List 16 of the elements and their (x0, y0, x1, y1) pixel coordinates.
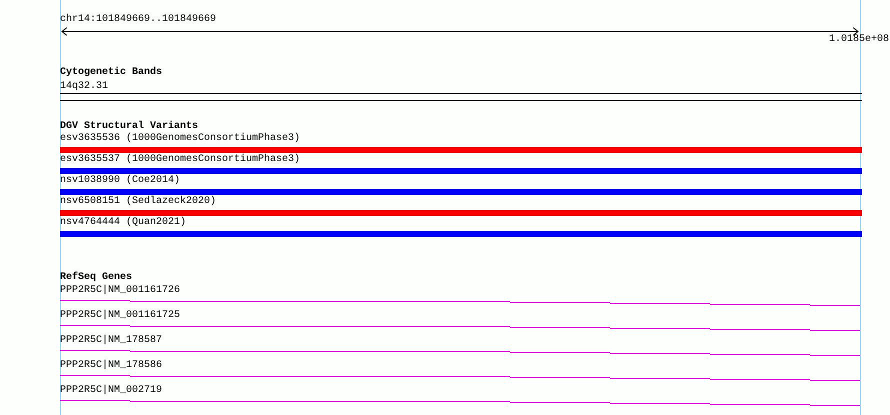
variant-label: esv3635537 (1000GenomesConsortiumPhase3) (60, 154, 300, 166)
transcript-label: PPP2R5C|NM_178587 (60, 335, 162, 347)
locus-label: chr14:101849669..101849669 (60, 14, 216, 26)
track-title: Cytogenetic Bands (60, 67, 162, 79)
variant-label: nsv1038990 (Coe2014) (60, 175, 180, 187)
transcript-label: PPP2R5C|NM_001161725 (60, 310, 180, 322)
transcript-label: PPP2R5C|NM_002719 (60, 385, 162, 397)
track-title: RefSeq Genes (60, 272, 132, 284)
variant-label: nsv6508151 (Sedlazeck2020) (60, 196, 216, 208)
transcript-label: PPP2R5C|NM_001161726 (60, 285, 180, 297)
band-label: 14q32.31 (60, 81, 108, 93)
axis-tick-label: 1.0185e+08 (829, 34, 890, 46)
variant-label: nsv4764444 (Quan2021) (60, 217, 186, 229)
transcript-label: PPP2R5C|NM_178586 (60, 360, 162, 372)
track-title: DGV Structural Variants (60, 121, 198, 132)
variant-label: esv3635536 (1000GenomesConsortiumPhase3) (60, 133, 300, 145)
